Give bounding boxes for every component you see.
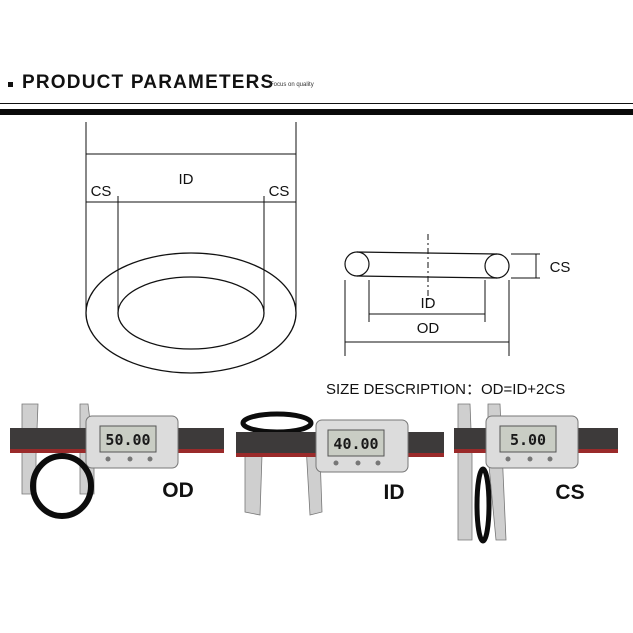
caliper-button bbox=[547, 456, 553, 462]
header-rule-thin bbox=[0, 103, 633, 104]
caliper-button bbox=[127, 456, 133, 462]
ring-top-view bbox=[85, 122, 297, 374]
lcd-screen bbox=[99, 425, 157, 453]
ring-cs-right-label: CS bbox=[269, 183, 290, 200]
caliper-jaw-fixed bbox=[457, 403, 473, 541]
caliper-photo-id: 40.00 bbox=[236, 411, 444, 516]
ring-id-label: ID bbox=[179, 171, 194, 188]
lcd-reading: 5.00 bbox=[510, 431, 546, 449]
caliper-button bbox=[333, 460, 339, 466]
caliper-button bbox=[527, 456, 533, 462]
photo-label-cs: CS bbox=[555, 481, 584, 504]
caliper-photo-cs: 5.00 bbox=[454, 403, 618, 544]
oring-sample bbox=[240, 411, 314, 435]
section-cs-label: CS bbox=[550, 259, 571, 276]
section-top-line bbox=[356, 251, 498, 255]
lcd-screen bbox=[327, 429, 385, 457]
photo-label-id: ID bbox=[384, 481, 405, 504]
section-id-label: ID bbox=[421, 295, 436, 312]
header-rule-thick bbox=[0, 109, 633, 115]
section-header: PRODUCT PARAMETERS Focus on quality bbox=[0, 0, 633, 120]
size-formula: SIZE DESCRIPTION：OD=ID+2CS bbox=[326, 381, 566, 398]
caliper-photo-od: 50.00 bbox=[10, 403, 224, 519]
ring-inner-edge bbox=[117, 276, 265, 350]
caliper-button bbox=[147, 456, 153, 462]
lcd-reading: 50.00 bbox=[105, 431, 150, 449]
section-od-label: OD bbox=[417, 320, 440, 337]
caliper-button bbox=[505, 456, 511, 462]
photo-label-od: OD bbox=[162, 479, 194, 502]
lcd-screen bbox=[499, 425, 557, 453]
caliper-button bbox=[355, 460, 361, 466]
oring-sample bbox=[30, 453, 94, 519]
header-bullet bbox=[8, 82, 13, 87]
page-subtitle: Focus on quality bbox=[270, 82, 314, 88]
section-bottom-line bbox=[356, 275, 498, 279]
section-left-circle bbox=[344, 251, 370, 277]
oring-sample bbox=[474, 466, 492, 544]
caliper-button bbox=[375, 460, 381, 466]
section-right-circle bbox=[484, 253, 510, 279]
ring-cross-section bbox=[344, 234, 540, 356]
page-title: PRODUCT PARAMETERS bbox=[22, 72, 275, 93]
caliper-button bbox=[105, 456, 111, 462]
lcd-reading: 40.00 bbox=[333, 435, 378, 453]
ring-cs-left-label: CS bbox=[91, 183, 112, 200]
